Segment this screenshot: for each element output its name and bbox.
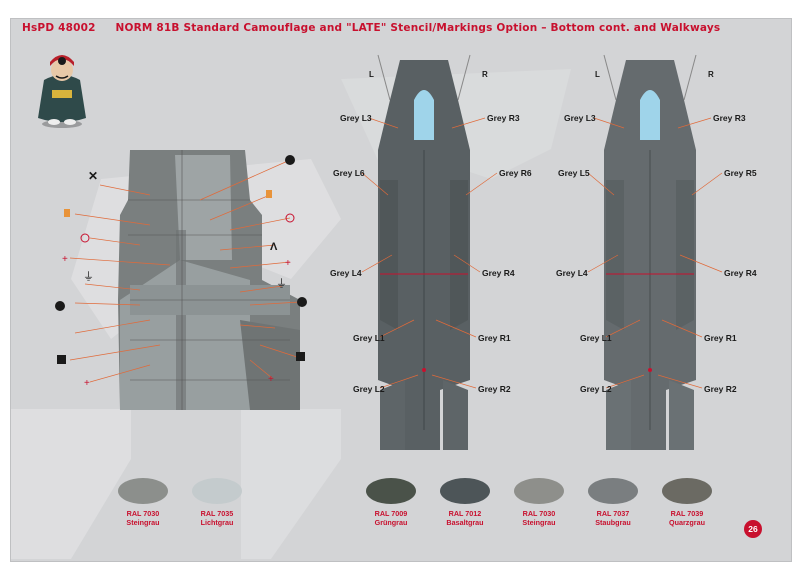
label-grey-r2: Grey R2 xyxy=(478,384,511,394)
swatch-ral-7009 xyxy=(366,478,416,504)
person-icon: Ʌ xyxy=(270,241,278,253)
label-grey-l3: Grey L3 xyxy=(340,113,372,123)
warning-icon xyxy=(64,209,70,217)
warning-icon xyxy=(266,190,272,198)
swatch-ral-7035 xyxy=(192,478,242,504)
label-grey-l2: Grey L2 xyxy=(580,384,612,394)
label-grey-l4: Grey L4 xyxy=(330,268,362,278)
plus-icon: + xyxy=(62,254,68,265)
label-grey-l6: Grey L6 xyxy=(333,168,365,178)
page-title: NORM 81B Standard Camouflage and "LATE" … xyxy=(115,22,721,34)
leader-lines-right xyxy=(587,117,723,389)
swatch-ral-7039 xyxy=(662,478,712,504)
leader-lines-left xyxy=(361,117,498,389)
ground-icon: ⏚ xyxy=(276,277,287,290)
label-grey-l2: Grey L2 xyxy=(353,384,385,394)
plus-icon: + xyxy=(268,374,274,385)
label-grey-l3: Grey L3 xyxy=(564,113,596,123)
swatch-ral-7037 xyxy=(588,478,638,504)
wheel-icon xyxy=(55,301,65,311)
square-stencil-icon xyxy=(57,355,66,364)
right-marker: R xyxy=(708,70,714,79)
label-grey-r3: Grey R3 xyxy=(713,113,746,123)
swatch-ral-7030 xyxy=(118,478,168,504)
product-code: HsPD 48002 xyxy=(22,22,96,34)
left-marker: L xyxy=(369,70,374,79)
label-grey-r4: Grey R4 xyxy=(724,268,757,278)
label-grey-l5: Grey L5 xyxy=(558,168,590,178)
aircraft-top-view-right xyxy=(603,54,697,450)
ground-icon: ⏚ xyxy=(83,270,94,283)
label-grey-r3: Grey R3 xyxy=(487,113,520,123)
roundel-icon xyxy=(285,213,295,223)
page-header: HsPD 48002 NORM 81B Standard Camouflage … xyxy=(22,22,720,34)
plus-icon: + xyxy=(285,258,291,269)
roundel-icon xyxy=(80,233,90,243)
mascot-logo xyxy=(38,55,86,128)
stencil-markers xyxy=(69,159,301,383)
aircraft-top-view-left xyxy=(377,54,471,450)
wheel-icon xyxy=(297,297,307,307)
underside-detail-view xyxy=(118,150,300,410)
left-marker: L xyxy=(595,70,600,79)
dot-icon xyxy=(285,155,295,165)
cross-icon: ✕ xyxy=(88,169,98,183)
swatch-ral-7030 xyxy=(514,478,564,504)
label-grey-l4: Grey L4 xyxy=(556,268,588,278)
right-marker: R xyxy=(482,70,488,79)
label-grey-r6: Grey R6 xyxy=(499,168,532,178)
label-grey-r1: Grey R1 xyxy=(704,333,737,343)
square-stencil-icon xyxy=(296,352,305,361)
label-grey-r2: Grey R2 xyxy=(704,384,737,394)
plus-icon: + xyxy=(84,378,90,389)
swatch-ral-7012 xyxy=(440,478,490,504)
label-grey-r1: Grey R1 xyxy=(478,333,511,343)
label-grey-r5: Grey R5 xyxy=(724,168,757,178)
page-number: 26 xyxy=(744,520,762,538)
label-grey-l1: Grey L1 xyxy=(580,333,612,343)
stencil-symbols: ✕ + ⏚ + Ʌ + ⏚ + xyxy=(55,155,307,389)
label-grey-l1: Grey L1 xyxy=(353,333,385,343)
label-grey-r4: Grey R4 xyxy=(482,268,515,278)
